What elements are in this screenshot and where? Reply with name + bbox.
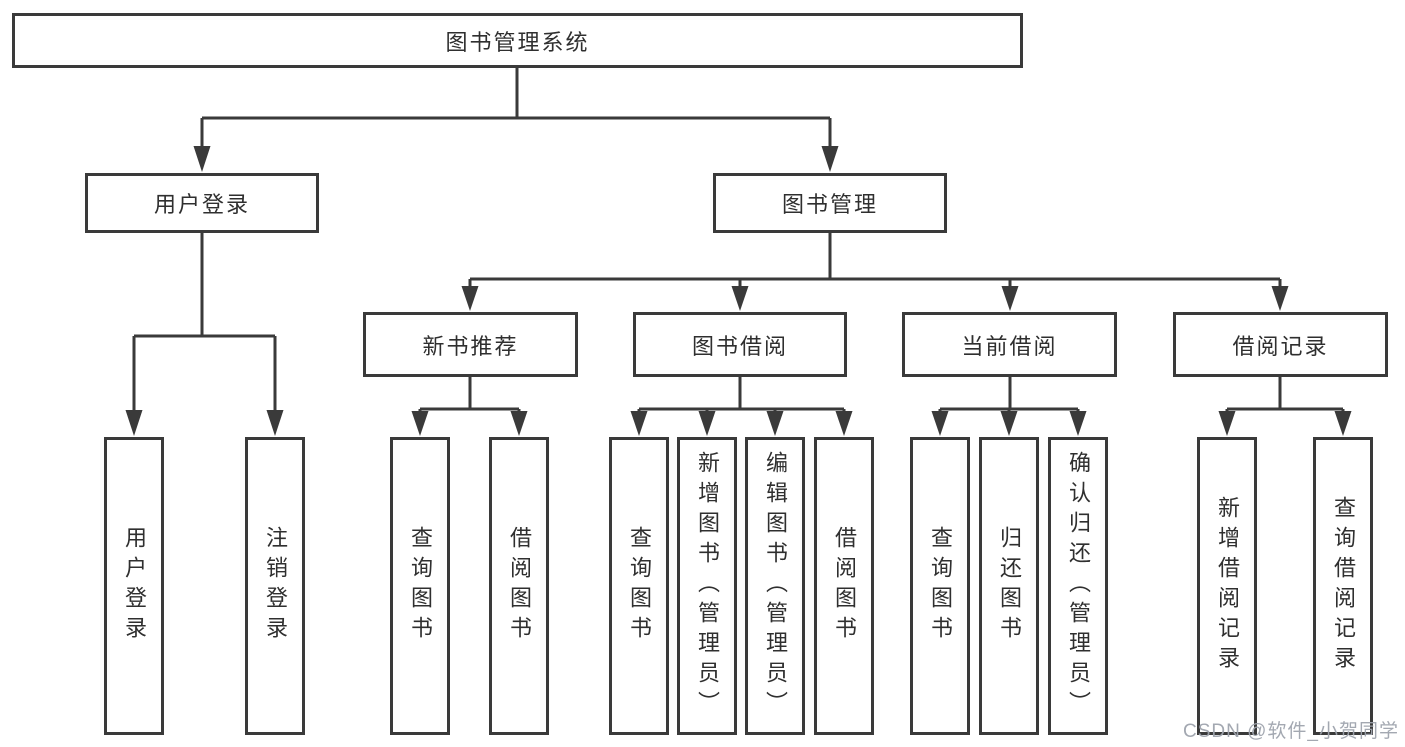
node-current-borrow: 当前借阅 [902,312,1117,377]
watermark-text: CSDN @软件_小贺同学 [1183,721,1399,742]
leaf-borrow-add-book-admin-label: 新增图书（管理员） [695,451,720,721]
leaf-user-login: 用户登录 [104,437,164,735]
leaf-records-add-record-label: 新增借阅记录 [1215,496,1240,676]
leaf-borrow-edit-book-admin: 编辑图书（管理员） [745,437,805,735]
leaf-recommend-query-book: 查询图书 [390,437,450,735]
node-user-login: 用户登录 [85,173,319,233]
leaf-current-query-book: 查询图书 [910,437,970,735]
node-root: 图书管理系统 [12,13,1023,68]
leaf-borrow-edit-book-admin-label: 编辑图书（管理员） [763,451,788,721]
node-new-book-recommend: 新书推荐 [363,312,578,377]
leaf-current-confirm-return-admin: 确认归还（管理员） [1048,437,1108,735]
node-borrow-records: 借阅记录 [1173,312,1388,377]
leaf-recommend-query-book-label: 查询图书 [408,526,433,646]
leaf-borrow-query-book-label: 查询图书 [627,526,652,646]
leaf-borrow-query-book: 查询图书 [609,437,669,735]
leaf-current-query-book-label: 查询图书 [928,526,953,646]
leaf-current-confirm-return-admin-label: 确认归还（管理员） [1066,451,1091,721]
node-book-borrow: 图书借阅 [633,312,847,377]
leaf-current-return-book: 归还图书 [979,437,1039,735]
leaf-recommend-borrow-book: 借阅图书 [489,437,549,735]
leaf-logout-label: 注销登录 [263,526,288,646]
leaf-records-add-record: 新增借阅记录 [1197,437,1257,735]
leaf-borrow-borrow-book-label: 借阅图书 [832,526,857,646]
node-book-management: 图书管理 [713,173,947,233]
leaf-logout: 注销登录 [245,437,305,735]
leaf-user-login-label: 用户登录 [122,526,147,646]
leaf-borrow-add-book-admin: 新增图书（管理员） [677,437,737,735]
leaf-records-query-record-label: 查询借阅记录 [1331,496,1356,676]
leaf-borrow-borrow-book: 借阅图书 [814,437,874,735]
leaf-current-return-book-label: 归还图书 [997,526,1022,646]
leaf-records-query-record: 查询借阅记录 [1313,437,1373,735]
leaf-recommend-borrow-book-label: 借阅图书 [507,526,532,646]
